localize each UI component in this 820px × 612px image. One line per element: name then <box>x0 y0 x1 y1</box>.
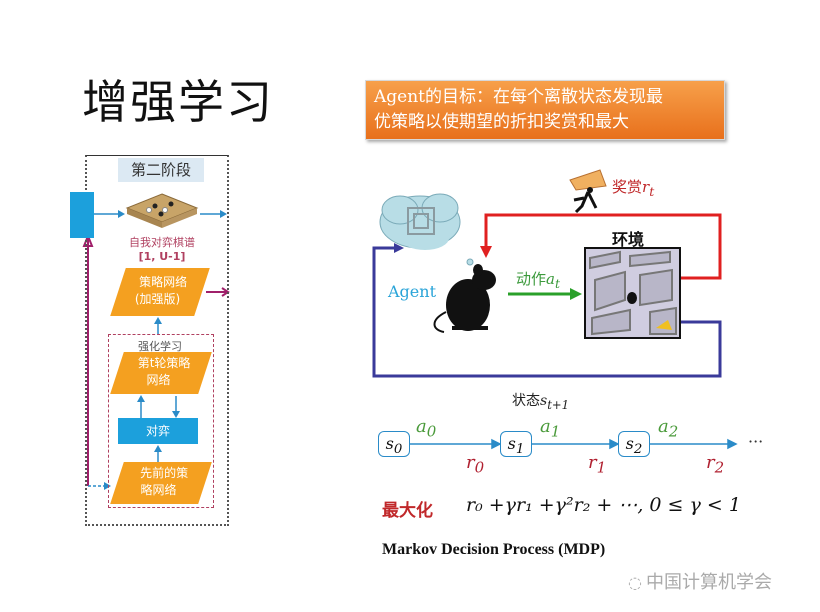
mdp-title: Markov Decision Process (MDP) <box>382 541 606 558</box>
wechat-icon: ◌ <box>628 573 642 592</box>
maze-environment-icon <box>584 247 681 339</box>
mouse-agent-icon <box>433 264 496 333</box>
reward-r2: r2 <box>706 452 725 477</box>
reinforcement-learning-group <box>108 334 214 508</box>
state-node-s0: s0 <box>378 431 410 457</box>
state-label: 状态st+1 <box>512 393 570 412</box>
action-label: 动作at <box>516 270 560 291</box>
selfplay-records-caption: 自我对弈棋谱 [1, U-1] <box>129 236 195 263</box>
self-play-duel-node: 对弈 <box>118 418 198 444</box>
flowchart-connectors <box>82 210 230 490</box>
goal-line-2: 优策略以使期望的折扣奖赏和最大 <box>374 112 629 132</box>
previous-stage-block <box>70 192 94 238</box>
goal-callout: Agent的目标：在每个离散状态发现最 优策略以使期望的折扣奖赏和最大 <box>365 80 725 140</box>
reward-r0: r0 <box>466 452 485 477</box>
chain-ellipsis: ··· <box>748 432 764 451</box>
action-a0: a0 <box>416 416 437 441</box>
discounted-return-formula: r₀ +γr₁ +γ²r₂ + ⋯, 0 ≤ γ < 1 <box>466 494 741 516</box>
go-board-icon <box>125 193 199 228</box>
mdp-chain-arrows <box>410 438 738 450</box>
action-a1: a1 <box>540 416 561 441</box>
reward-carrier-icon <box>569 169 607 214</box>
stage-container <box>85 155 229 526</box>
state-node-s1: s1 <box>500 431 532 457</box>
slide-title: 增强学习 <box>82 75 274 129</box>
stage-label: 第二阶段 <box>118 158 204 182</box>
state-node-s2: s2 <box>618 431 650 457</box>
action-a2: a2 <box>658 416 679 441</box>
environment-label: 环境 <box>612 230 645 249</box>
agent-label: Agent <box>388 282 436 301</box>
maximize-label: 最大化 <box>382 501 433 521</box>
goal-line-1: Agent的目标：在每个离散状态发现最 <box>374 87 663 107</box>
thought-cloud-icon <box>379 193 481 273</box>
rl-group-label: 强化学习 <box>138 340 182 353</box>
reward-r1: r1 <box>588 452 607 477</box>
reward-label: 奖赏rt <box>612 178 655 199</box>
watermark: ◌中国计算机学会 <box>628 572 772 593</box>
